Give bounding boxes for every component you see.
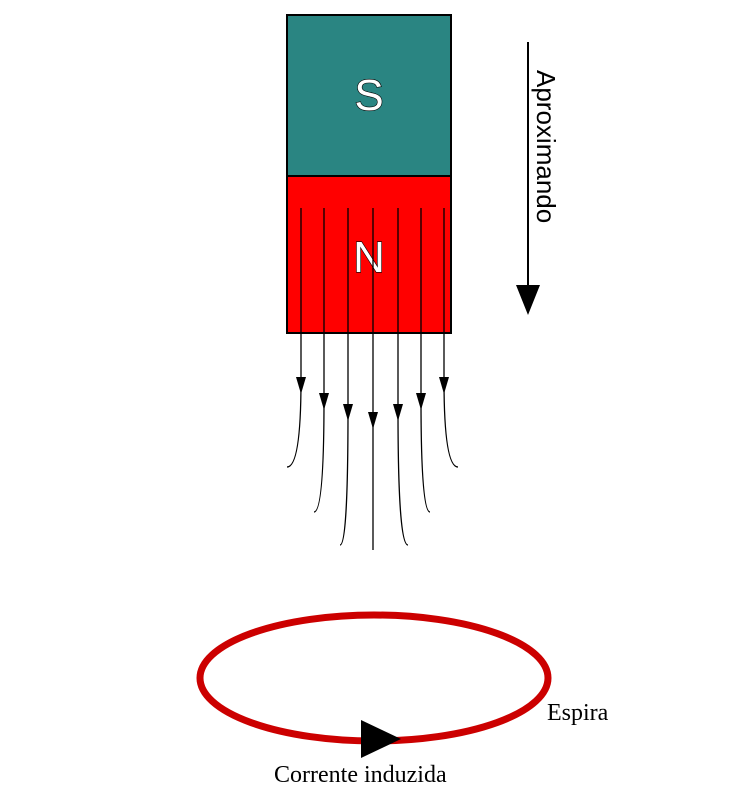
field-arrow	[368, 412, 378, 429]
field-line	[397, 208, 409, 546]
field-line	[339, 208, 349, 546]
field-arrow	[319, 393, 329, 410]
magnet-south-pole	[286, 14, 452, 177]
north-pole-label: N	[353, 233, 385, 282]
field-arrow	[439, 377, 449, 394]
motion-indicator: Aproximando	[516, 42, 561, 315]
south-pole-label: S	[354, 71, 383, 120]
motion-arrow-head	[516, 285, 540, 315]
field-arrow	[393, 404, 403, 421]
field-arrow	[296, 377, 306, 394]
field-arrow	[343, 404, 353, 421]
current-label: Corrente induzida	[274, 762, 447, 788]
magnet-north-pole	[286, 175, 452, 334]
field-line-arrows	[296, 377, 449, 429]
field-arrow	[416, 393, 426, 410]
current-direction-arrow	[361, 720, 401, 758]
loop-label: Espira	[547, 700, 609, 726]
motion-label: Aproximando	[531, 70, 561, 223]
wire-loop: Espira Corrente induzida	[196, 611, 609, 788]
loop-ellipse	[196, 611, 552, 745]
bar-magnet: S N	[286, 14, 452, 334]
